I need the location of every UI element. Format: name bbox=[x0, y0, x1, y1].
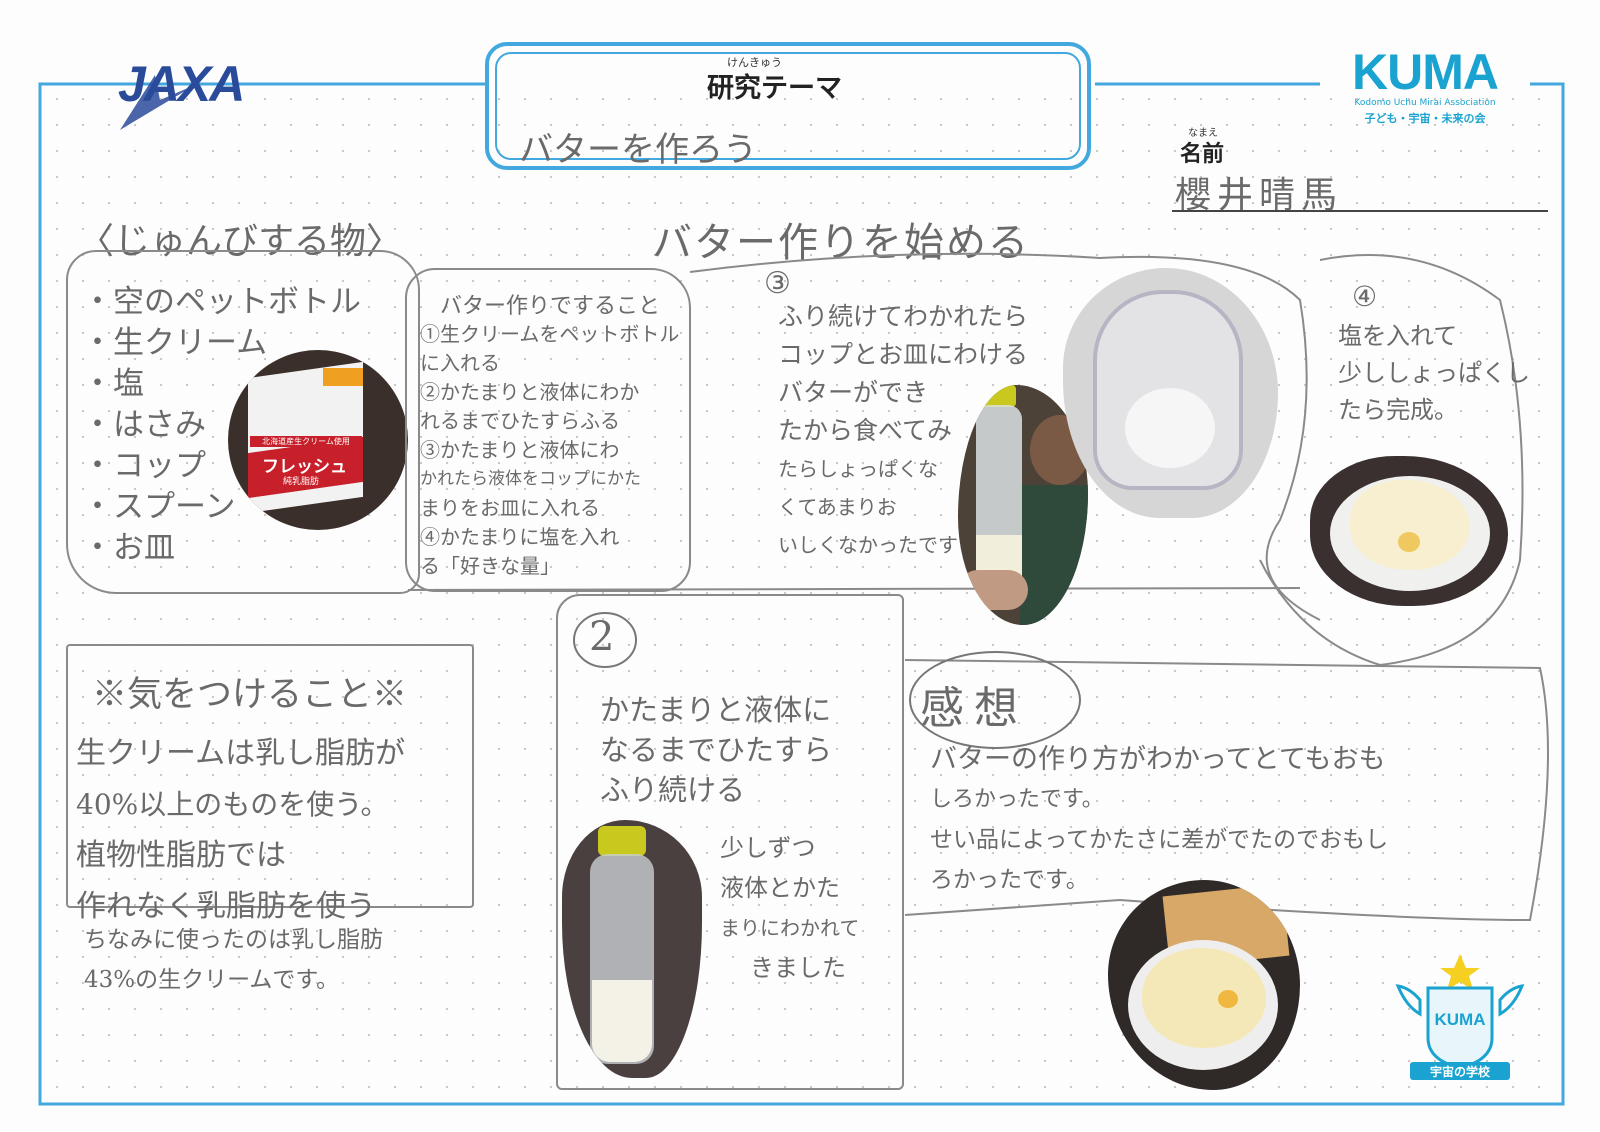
prep-list: ・空のペットボトル ・生クリーム ・塩 ・はさみ ・コップ ・スプーン ・お皿 bbox=[82, 282, 361, 569]
list-item: たら完成。 bbox=[1338, 396, 1458, 424]
theme-value: バターを作ろう bbox=[519, 130, 757, 170]
step2-num: 2 bbox=[589, 614, 615, 660]
list-item: まりにわかれて bbox=[720, 916, 860, 940]
list-item: ふり続ける bbox=[600, 773, 746, 807]
badge-label: 宇宙の学校 bbox=[1429, 1065, 1490, 1079]
caution-note: ちなみに使ったのは乳し脂肪 43%の生クリームです。 bbox=[84, 920, 383, 1000]
list-item: くてあまりお bbox=[778, 495, 897, 519]
carton-brand: 北海道産生クリーム使用 bbox=[250, 436, 362, 447]
glass-photo bbox=[1063, 268, 1278, 518]
bottle-hand-photo bbox=[958, 385, 1088, 625]
list-item: いしくなかったです bbox=[778, 533, 958, 557]
steps-box bbox=[405, 268, 691, 592]
list-item: に入れる bbox=[420, 351, 500, 375]
theme-label: 研究テーマ bbox=[707, 73, 842, 104]
list-item: 液体とかた bbox=[720, 874, 840, 902]
theme-ruby: けんきゅう bbox=[727, 56, 782, 69]
list-item: ・はさみ bbox=[82, 407, 206, 443]
list-item: バターの作り方がわかってとてもおも bbox=[930, 744, 1386, 775]
list-item: ・スプーン bbox=[82, 489, 236, 525]
list-item: ふり続けてわかれたら bbox=[778, 302, 1029, 331]
prep-title: 〈じゅんびする物〉 bbox=[78, 221, 403, 262]
caution-text: 生クリームは乳し脂肪が 40%以上のものを使う。 植物性脂肪では 作れなく乳脂肪… bbox=[76, 728, 405, 932]
list-item: 少しずつ bbox=[720, 834, 816, 862]
step4-text: 塩を入れて 少ししょっぱくし たら完成。 bbox=[1338, 318, 1530, 429]
list-item: ①生クリームをペットボトル bbox=[420, 322, 680, 346]
bottle-photo bbox=[562, 820, 702, 1078]
impression-text: バターの作り方がわかってとてもおも しろかったです。 せい品によってかたさに差が… bbox=[930, 740, 1388, 900]
kuma-logo: KUMA Kodomo Uchu Mirai Association 子ども・宇… bbox=[1330, 46, 1520, 136]
list-item: ちなみに使ったのは乳し脂肪 bbox=[84, 927, 383, 953]
list-item: 少ししょっぱくし bbox=[1338, 359, 1530, 387]
list-item: 40%以上のものを使う。 bbox=[76, 788, 389, 821]
list-item: 塩を入れて bbox=[1338, 322, 1458, 350]
theme-box: けんきゅう 研究テーマ バターを作ろう bbox=[485, 42, 1091, 170]
list-item: ろかったです。 bbox=[930, 867, 1089, 893]
list-item: ③かたまりと液体にわ bbox=[420, 438, 620, 462]
list-item: 作れなく乳脂肪を使う bbox=[76, 889, 376, 924]
jaxa-logo: JAXA bbox=[100, 55, 260, 135]
list-item: ②かたまりと液体にわか bbox=[420, 380, 640, 404]
list-item: ・空のペットボトル bbox=[82, 284, 361, 320]
list-item: ・お皿 bbox=[82, 530, 175, 566]
list-item: れるまでひたすらふる bbox=[420, 409, 620, 433]
kuma-tagline: Kodomo Uchu Mirai Association bbox=[1354, 98, 1496, 108]
step2-num-circle bbox=[573, 612, 637, 668]
list-item: ・生クリーム bbox=[82, 325, 268, 361]
badge-logo: KUMA bbox=[1434, 1010, 1486, 1029]
list-item: コップとお皿にわける bbox=[778, 340, 1029, 369]
butter-cracker-photo bbox=[1108, 880, 1300, 1090]
name-label: 名前 bbox=[1180, 142, 1225, 167]
list-item: たらしょっぱくな bbox=[778, 457, 938, 481]
list-item: せい品によってかたさに差がでたのでおもし bbox=[930, 827, 1389, 853]
step2-box bbox=[556, 594, 904, 1090]
list-item: なるまでひたすら bbox=[600, 733, 833, 767]
list-item: まりをお皿に入れる bbox=[420, 496, 600, 520]
step4-num: ④ bbox=[1352, 280, 1378, 313]
carton-name: フレッシュ bbox=[262, 457, 347, 477]
caution-title: ※気をつけること※ bbox=[92, 675, 408, 715]
list-item: バターができ bbox=[778, 378, 929, 407]
kuma-subtitle: 子ども・宇宙・未来の会 bbox=[1364, 112, 1486, 125]
badge-emblem-icon bbox=[1395, 954, 1525, 1080]
list-item: かたまりと液体に bbox=[600, 693, 832, 727]
list-item: きました bbox=[750, 954, 846, 982]
step2-side-text: 少しずつ 液体とかた まりにわかれて きました bbox=[720, 828, 859, 988]
space-school-badge: KUMA 宇宙の学校 bbox=[1390, 950, 1530, 1084]
steps-title: バター作りですること bbox=[440, 294, 661, 319]
step3-text: ふり続けてわかれたら コップとお皿にわける バターができ たから食べてみ たらし… bbox=[778, 298, 1028, 564]
list-item: 43%の生クリームです。 bbox=[84, 967, 340, 993]
list-item: ・コップ bbox=[82, 448, 206, 484]
list-item: る「好きな量」 bbox=[420, 554, 560, 578]
list-item: 生クリームは乳し脂肪が bbox=[76, 736, 406, 771]
impression-title: 感想 bbox=[920, 683, 1028, 734]
list-item: ④かたまりに塩を入れ bbox=[420, 525, 620, 549]
butter-bowl-photo bbox=[1310, 456, 1508, 606]
prep-box bbox=[66, 250, 420, 594]
name-ruby: なまえ bbox=[1188, 128, 1218, 139]
step2-text: かたまりと液体に なるまでひたすら ふり続ける bbox=[600, 690, 832, 810]
steps-list: ①生クリームをペットボトル に入れる ②かたまりと液体にわか れるまでひたすらふ… bbox=[420, 320, 679, 581]
carton-sub: 純乳脂肪 bbox=[283, 477, 320, 487]
list-item: 植物性脂肪では bbox=[76, 838, 286, 873]
name-value: 櫻井晴馬 bbox=[1175, 175, 1344, 216]
list-item: たから食べてみ bbox=[778, 416, 953, 445]
cream-carton-photo: 北海道産生クリーム使用 フレッシュ 純乳脂肪 bbox=[228, 350, 408, 530]
step3-num: ③ bbox=[764, 266, 791, 301]
list-item: かれたら液体をコップにかた bbox=[420, 469, 641, 489]
name-underline bbox=[1172, 210, 1548, 212]
caution-box bbox=[66, 644, 474, 908]
list-item: ・塩 bbox=[82, 366, 144, 402]
list-item: しろかったです。 bbox=[930, 787, 1104, 812]
